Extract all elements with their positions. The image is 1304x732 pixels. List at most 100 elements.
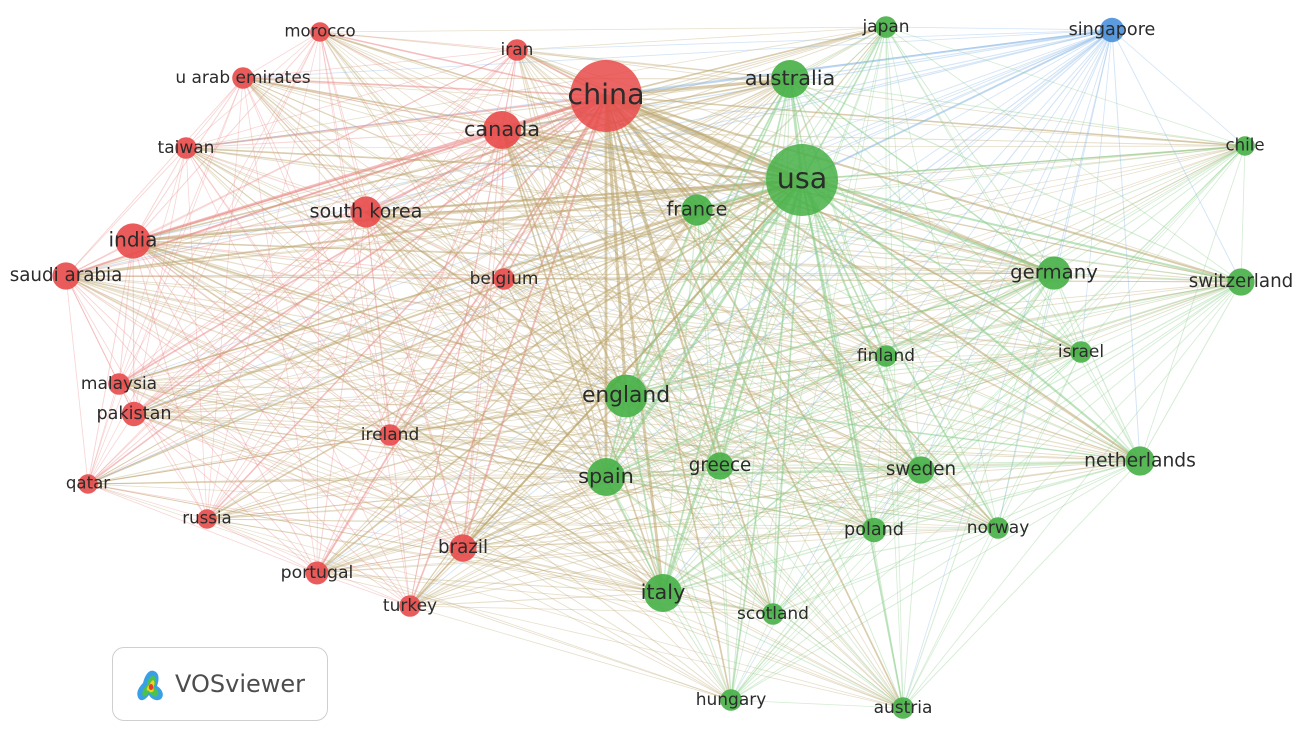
edge-ireland-austria <box>389 434 904 709</box>
edge-poland-italy <box>662 529 875 594</box>
edge-chile-netherlands <box>1139 145 1246 462</box>
edge-ireland-switzerland <box>389 281 1242 436</box>
node-russia[interactable] <box>197 509 217 529</box>
edge-russia-portugal <box>206 518 318 574</box>
edge-finland-sweden <box>885 355 922 471</box>
node-pakistan[interactable] <box>121 401 147 427</box>
edge-chile-finland <box>885 145 1246 357</box>
node-taiwan[interactable] <box>175 137 197 159</box>
node-ireland[interactable] <box>379 424 401 446</box>
node-scotland[interactable] <box>762 603 784 625</box>
node-saudi[interactable] <box>52 262 80 290</box>
edge-taiwan-italy <box>185 147 664 594</box>
edge-russia-israel <box>206 351 1082 520</box>
edge-hungary-singapore <box>730 29 1113 701</box>
node-germany[interactable] <box>1037 256 1071 290</box>
edge-finland-england <box>625 355 887 397</box>
node-hungary[interactable] <box>720 689 742 711</box>
edge-japan-norway <box>885 26 999 529</box>
node-china[interactable] <box>570 60 642 132</box>
node-australia[interactable] <box>771 60 809 98</box>
edge-portugal-italy <box>316 572 664 594</box>
node-singapore[interactable] <box>1099 17 1125 43</box>
edge-finland-poland <box>873 355 887 531</box>
edge-qatar-england <box>87 395 627 485</box>
node-label-morocco: morocco <box>284 22 355 41</box>
edge-usa-austria <box>801 179 904 709</box>
edge-india-england <box>132 240 627 397</box>
edge-germany-sweden <box>920 272 1055 471</box>
node-portugal[interactable] <box>305 561 329 585</box>
edge-sweden-norway <box>920 469 999 529</box>
node-uae[interactable] <box>232 67 254 89</box>
node-israel[interactable] <box>1070 341 1092 363</box>
edge-turkey-scotland <box>409 605 774 615</box>
edge-belgium-australia <box>503 78 791 280</box>
edge-saudi-portugal <box>65 275 318 574</box>
node-label-england: england <box>582 383 670 408</box>
edge-portugal-australia <box>316 78 791 574</box>
edge-australia-italy <box>662 78 791 594</box>
edge-india-finland <box>132 240 887 357</box>
edge-malaysia-italy <box>118 383 664 594</box>
edge-saudi-norway <box>65 275 999 529</box>
node-norway[interactable] <box>987 517 1009 539</box>
edge-israel-england <box>625 351 1082 397</box>
node-canada[interactable] <box>483 111 521 149</box>
node-belgium[interactable] <box>493 268 515 290</box>
node-label-norway: norway <box>967 518 1030 538</box>
edge-france-england <box>625 209 698 397</box>
node-austria[interactable] <box>892 697 914 719</box>
node-finland[interactable] <box>875 345 897 367</box>
node-label-australia: australia <box>745 66 836 90</box>
edge-greece-poland <box>719 465 875 531</box>
node-usa[interactable] <box>766 144 838 216</box>
edge-taiwan-poland <box>185 147 875 531</box>
edge-india-turkey <box>132 240 411 607</box>
edge-south_korea-morocco <box>319 31 367 213</box>
edge-saudi-spain <box>65 275 607 478</box>
edge-france-switzerland <box>696 209 1242 283</box>
edge-australia-greece <box>719 78 791 467</box>
edge-saudi-hungary <box>65 275 732 701</box>
edge-saudi-finland <box>65 275 887 357</box>
node-switzerland[interactable] <box>1227 268 1255 296</box>
edge-uae-portugal <box>242 77 318 574</box>
node-sweden[interactable] <box>907 456 935 484</box>
node-turkey[interactable] <box>399 595 421 617</box>
edge-canada-israel <box>501 129 1082 353</box>
node-iran[interactable] <box>506 39 528 61</box>
node-poland[interactable] <box>861 517 887 543</box>
node-label-south_korea: south korea <box>310 200 423 223</box>
edge-canada-ireland <box>389 129 503 436</box>
edge-india-france <box>132 209 698 242</box>
edge-china-qatar <box>87 95 607 485</box>
node-japan[interactable] <box>875 16 897 38</box>
node-spain[interactable] <box>587 458 625 496</box>
node-italy[interactable] <box>644 574 682 612</box>
node-brazil[interactable] <box>449 534 477 562</box>
edge-russia-greece <box>206 465 721 520</box>
node-south_korea[interactable] <box>350 196 382 228</box>
node-label-uae: u arab emirates <box>175 68 310 88</box>
edge-turkey-italy <box>409 592 664 607</box>
node-france[interactable] <box>681 194 713 226</box>
node-malaysia[interactable] <box>108 373 130 395</box>
node-england[interactable] <box>604 374 648 418</box>
node-morocco[interactable] <box>310 22 330 42</box>
edge-pakistan-japan <box>133 26 887 415</box>
node-chile[interactable] <box>1235 136 1255 156</box>
edge-taiwan-england <box>185 147 627 397</box>
edge-chile-switzerland <box>1240 145 1246 283</box>
edge-uae-poland <box>242 77 875 531</box>
edge-germany-switzerland <box>1053 272 1242 283</box>
edge-taiwan-turkey <box>185 147 411 607</box>
node-qatar[interactable] <box>78 474 98 494</box>
edge-portugal-greece <box>316 465 721 574</box>
edge-russia-usa <box>206 179 803 520</box>
node-india[interactable] <box>115 223 151 259</box>
node-greece[interactable] <box>706 452 734 480</box>
edge-russia-hungary <box>206 518 732 701</box>
node-netherlands[interactable] <box>1125 446 1155 476</box>
